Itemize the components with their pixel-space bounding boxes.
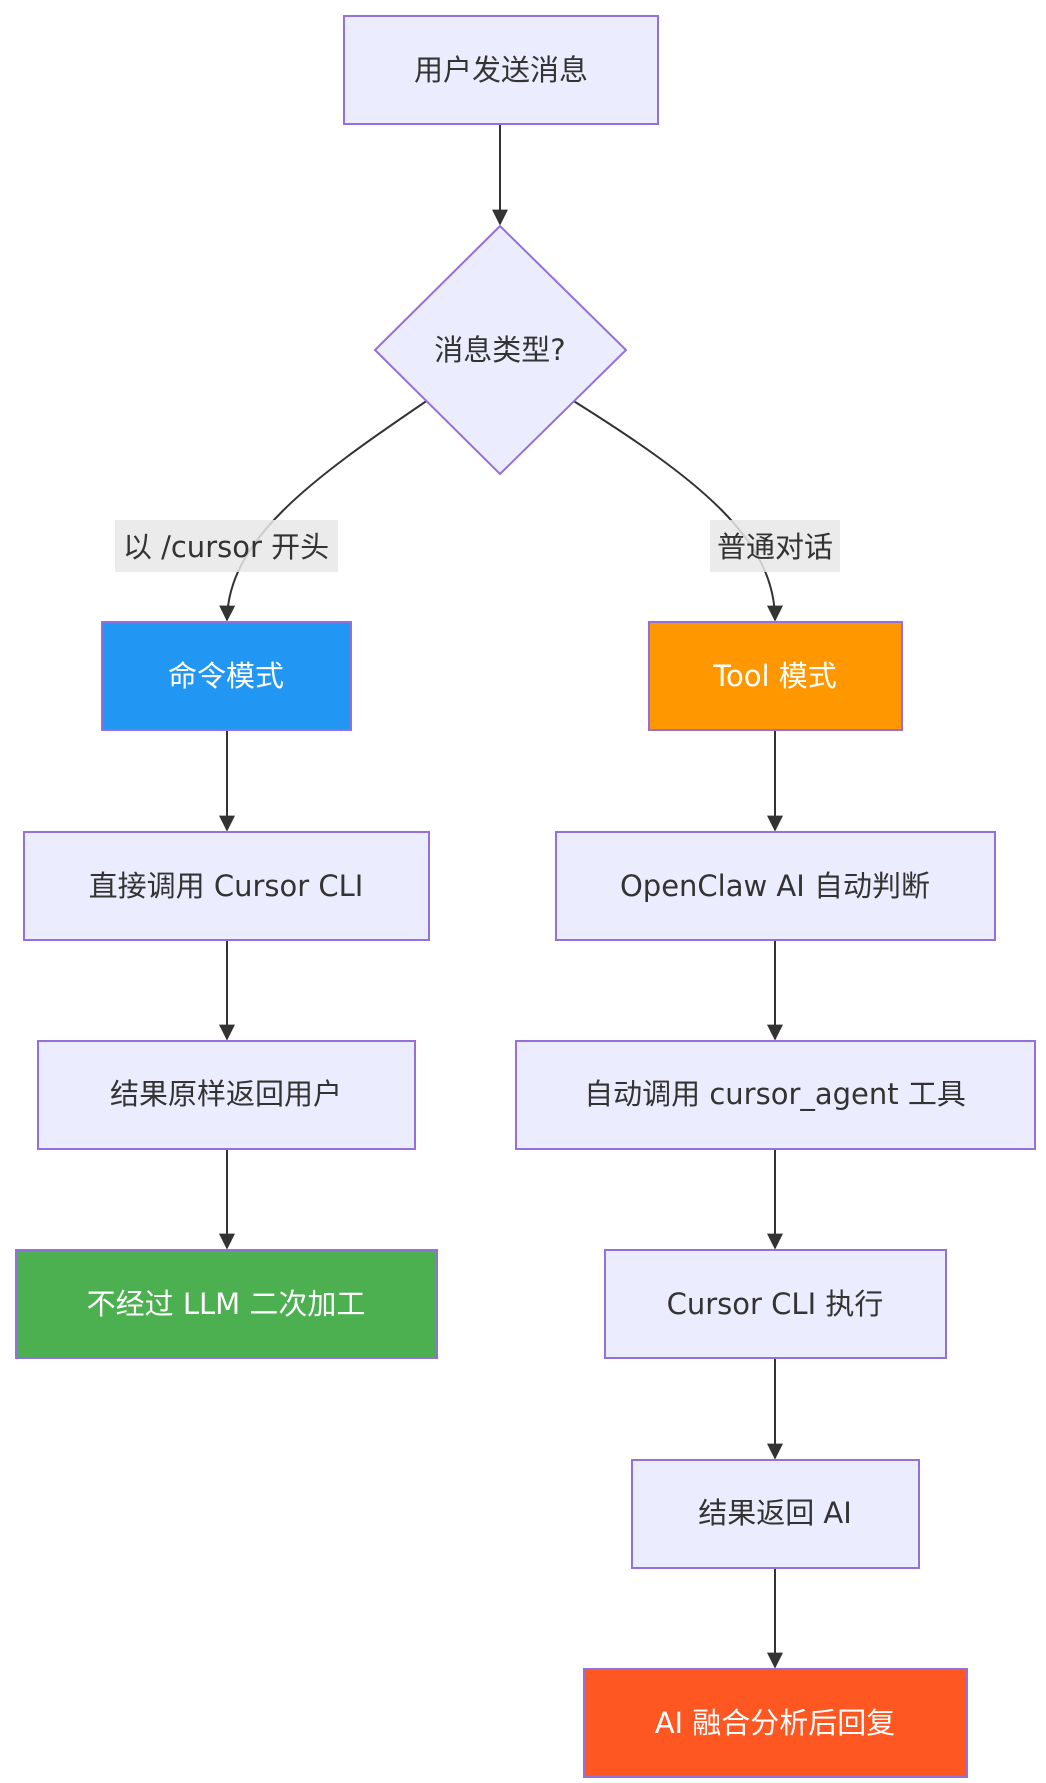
node-decision-label: 消息类型? <box>434 333 565 367</box>
node-tool-mode: Tool 模式 <box>648 621 903 731</box>
node-decision: 消息类型? <box>373 224 628 476</box>
edge-label-right: 普通对话 <box>710 520 840 572</box>
node-return-ai-label: 结果返回 AI <box>698 1496 852 1530</box>
edge-label-left-text: 以 /cursor 开头 <box>123 530 329 564</box>
edge-label-left: 以 /cursor 开头 <box>115 520 338 572</box>
node-tool-mode-label: Tool 模式 <box>712 659 837 693</box>
node-call-agent: 自动调用 cursor_agent 工具 <box>515 1040 1036 1150</box>
node-call-agent-label: 自动调用 cursor_agent 工具 <box>584 1077 966 1111</box>
node-cli-exec: Cursor CLI 执行 <box>604 1249 947 1359</box>
edge-decision-to-tool <box>571 399 783 622</box>
edge-label-right-text: 普通对话 <box>717 530 833 564</box>
node-return-user-label: 结果原样返回用户 <box>110 1077 342 1111</box>
edge-label-right-bg <box>710 520 840 572</box>
node-no-llm: 不经过 LLM 二次加工 <box>15 1249 438 1359</box>
node-ai-reply-label: AI 融合分析后回复 <box>655 1706 896 1740</box>
node-no-llm-label: 不经过 LLM 二次加工 <box>87 1287 366 1321</box>
node-return-user: 结果原样返回用户 <box>37 1040 416 1150</box>
node-start: 用户发送消息 <box>343 15 659 125</box>
node-command-mode: 命令模式 <box>101 621 352 731</box>
node-ai-reply: AI 融合分析后回复 <box>583 1668 968 1778</box>
edges <box>219 124 783 1669</box>
node-start-label: 用户发送消息 <box>414 53 588 87</box>
node-cli-exec-label: Cursor CLI 执行 <box>667 1287 884 1321</box>
node-ai-judge-label: OpenClaw AI 自动判断 <box>620 869 930 903</box>
node-call-cli-label: 直接调用 Cursor CLI <box>89 869 364 903</box>
edge-decision-to-command <box>219 399 429 622</box>
node-command-mode-label: 命令模式 <box>168 659 284 693</box>
node-call-cli: 直接调用 Cursor CLI <box>23 831 430 941</box>
node-return-ai: 结果返回 AI <box>631 1459 920 1569</box>
node-ai-judge: OpenClaw AI 自动判断 <box>555 831 996 941</box>
edge-label-left-bg <box>115 520 338 572</box>
